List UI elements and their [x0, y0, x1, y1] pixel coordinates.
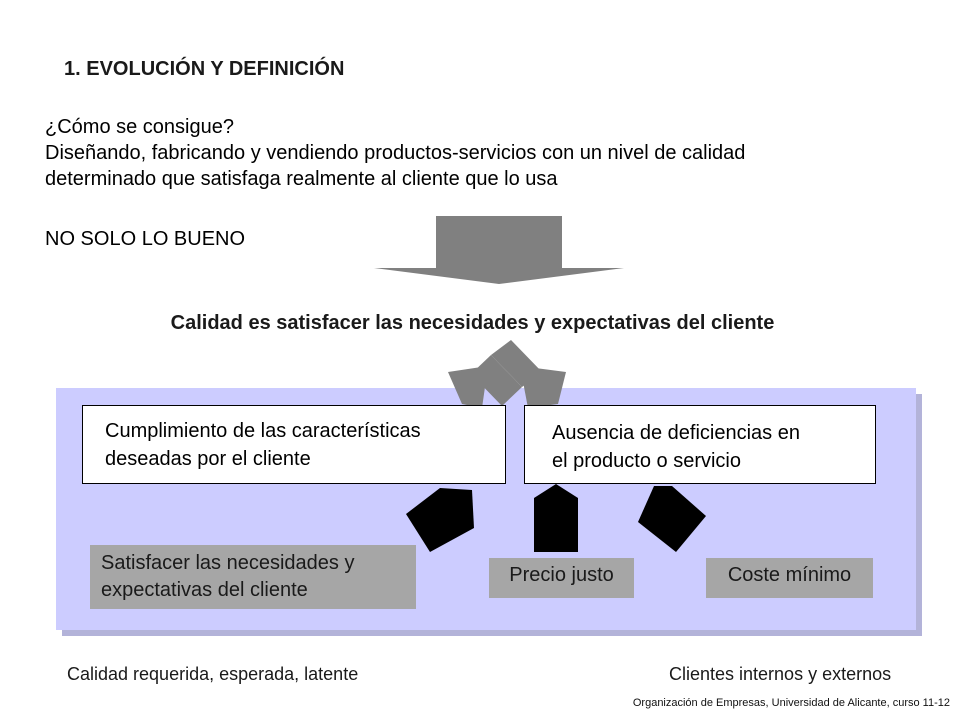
slide-title: 1. EVOLUCIÓN Y DEFINICIÓN	[64, 58, 345, 80]
characteristics-box: Cumplimiento de las características dese…	[82, 405, 506, 484]
split-arrow-right-head	[520, 366, 566, 408]
characteristics-line-1: Cumplimiento de las características	[105, 420, 421, 442]
satisfy-needs-line-2: expectativas del cliente	[101, 579, 308, 601]
quality-definition-statement: Calidad es satisfacer las necesidades y …	[170, 312, 775, 334]
answer-line-2: determinado que satisfaga realmente al c…	[45, 168, 558, 190]
no-deficiencies-line-2: el producto o servicio	[552, 450, 741, 472]
fair-price-box: Precio justo	[489, 558, 634, 598]
down-arrow-shape	[374, 216, 624, 284]
question-text: ¿Cómo se consigue?	[45, 116, 234, 138]
course-credit: Organización de Empresas, Universidad de…	[632, 697, 950, 709]
no-deficiencies-line-1: Ausencia de deficiencias en	[552, 422, 800, 444]
pentagon-arrow-right	[638, 486, 706, 552]
not-only-good-text: NO SOLO LO BUENO	[45, 228, 246, 250]
clients-caption: Clientes internos y externos	[669, 664, 892, 684]
minimum-cost-box: Coste mínimo	[706, 558, 873, 598]
pentagon-arrow-middle	[534, 484, 578, 552]
required-quality-caption: Calidad requerida, esperada, latente	[67, 664, 359, 684]
satisfy-needs-box: Satisfacer las necesidades y expectativa…	[90, 545, 416, 609]
satisfy-needs-line-1: Satisfacer las necesidades y	[101, 552, 355, 574]
split-arrow-left-head	[448, 366, 488, 408]
characteristics-line-2: deseadas por el cliente	[105, 448, 311, 470]
pentagon-arrow-left	[406, 488, 474, 552]
no-deficiencies-box: Ausencia de deficiencias en el producto …	[524, 405, 876, 484]
answer-line-1: Diseñando, fabricando y vendiendo produc…	[45, 142, 746, 164]
